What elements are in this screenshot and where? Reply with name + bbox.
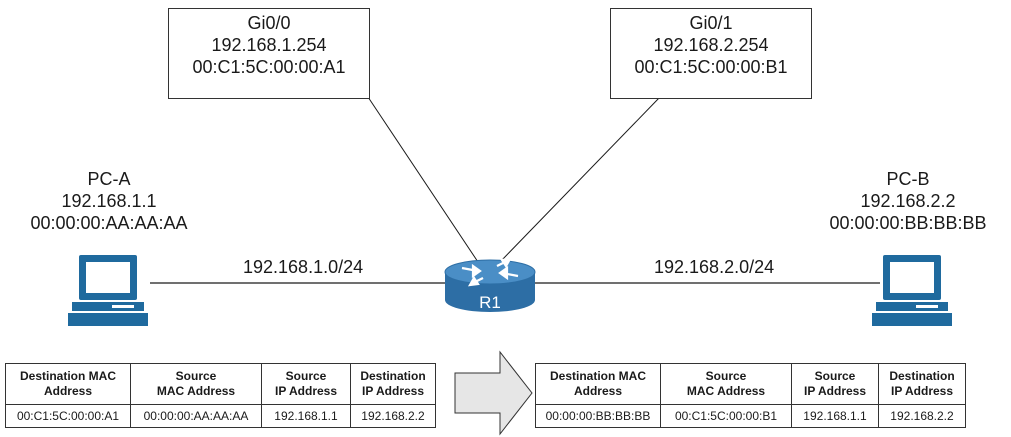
- host-name: PC-B: [886, 169, 930, 189]
- interface-ip: 192.168.1.254: [211, 35, 327, 55]
- host-label-pc-a: PC-A 192.168.1.1 00:00:00:AA:AA:AA: [4, 168, 214, 234]
- router-name: R1: [479, 293, 501, 312]
- cell-src-mac: 00:00:00:AA:AA:AA: [130, 404, 262, 428]
- callout-line-gi01: [499, 96, 661, 263]
- right-arrow-icon: [454, 350, 533, 436]
- interface-box-gi01: Gi0/1 192.168.2.254 00:C1:5C:00:00:B1: [610, 8, 812, 99]
- callout-line-gi00: [367, 96, 479, 263]
- host-name: PC-A: [87, 169, 131, 189]
- cell-dst-mac: 00:00:00:BB:BB:BB: [535, 404, 661, 428]
- interface-mac: 00:C1:5C:00:00:B1: [634, 57, 788, 77]
- interface-box-gi00: Gi0/0 192.168.1.254 00:C1:5C:00:00:A1: [168, 8, 370, 99]
- host-mac: 00:00:00:AA:AA:AA: [30, 213, 188, 233]
- host-label-pc-b: PC-B 192.168.2.2 00:00:00:BB:BB:BB: [803, 168, 1011, 234]
- interface-name: Gi0/1: [689, 13, 733, 33]
- cell-src-ip: 192.168.1.1: [791, 404, 879, 428]
- table-row: 00:00:00:BB:BB:BB 00:C1:5C:00:00:B1 192.…: [535, 404, 966, 428]
- host-mac: 00:00:00:BB:BB:BB: [829, 213, 987, 233]
- table-row: 00:C1:5C:00:00:A1 00:00:00:AA:AA:AA 192.…: [5, 404, 436, 428]
- interface-ip: 192.168.2.254: [653, 35, 769, 55]
- network-label-2: 192.168.2.0/24: [654, 257, 775, 277]
- interface-name: Gi0/0: [247, 13, 291, 33]
- network-label-1: 192.168.1.0/24: [243, 257, 364, 277]
- cell-src-mac: 00:C1:5C:00:00:B1: [660, 404, 792, 428]
- pc-a-icon: [68, 255, 148, 326]
- host-ip: 192.168.1.1: [61, 191, 157, 211]
- cell-dst-ip: 192.168.2.2: [350, 404, 436, 428]
- interface-mac: 00:C1:5C:00:00:A1: [192, 57, 346, 77]
- cell-src-ip: 192.168.1.1: [261, 404, 351, 428]
- cell-dst-ip: 192.168.2.2: [878, 404, 966, 428]
- host-ip: 192.168.2.2: [860, 191, 956, 211]
- cell-dst-mac: 00:C1:5C:00:00:A1: [5, 404, 131, 428]
- pc-b-icon: [872, 255, 952, 326]
- router-icon: R1: [444, 257, 536, 312]
